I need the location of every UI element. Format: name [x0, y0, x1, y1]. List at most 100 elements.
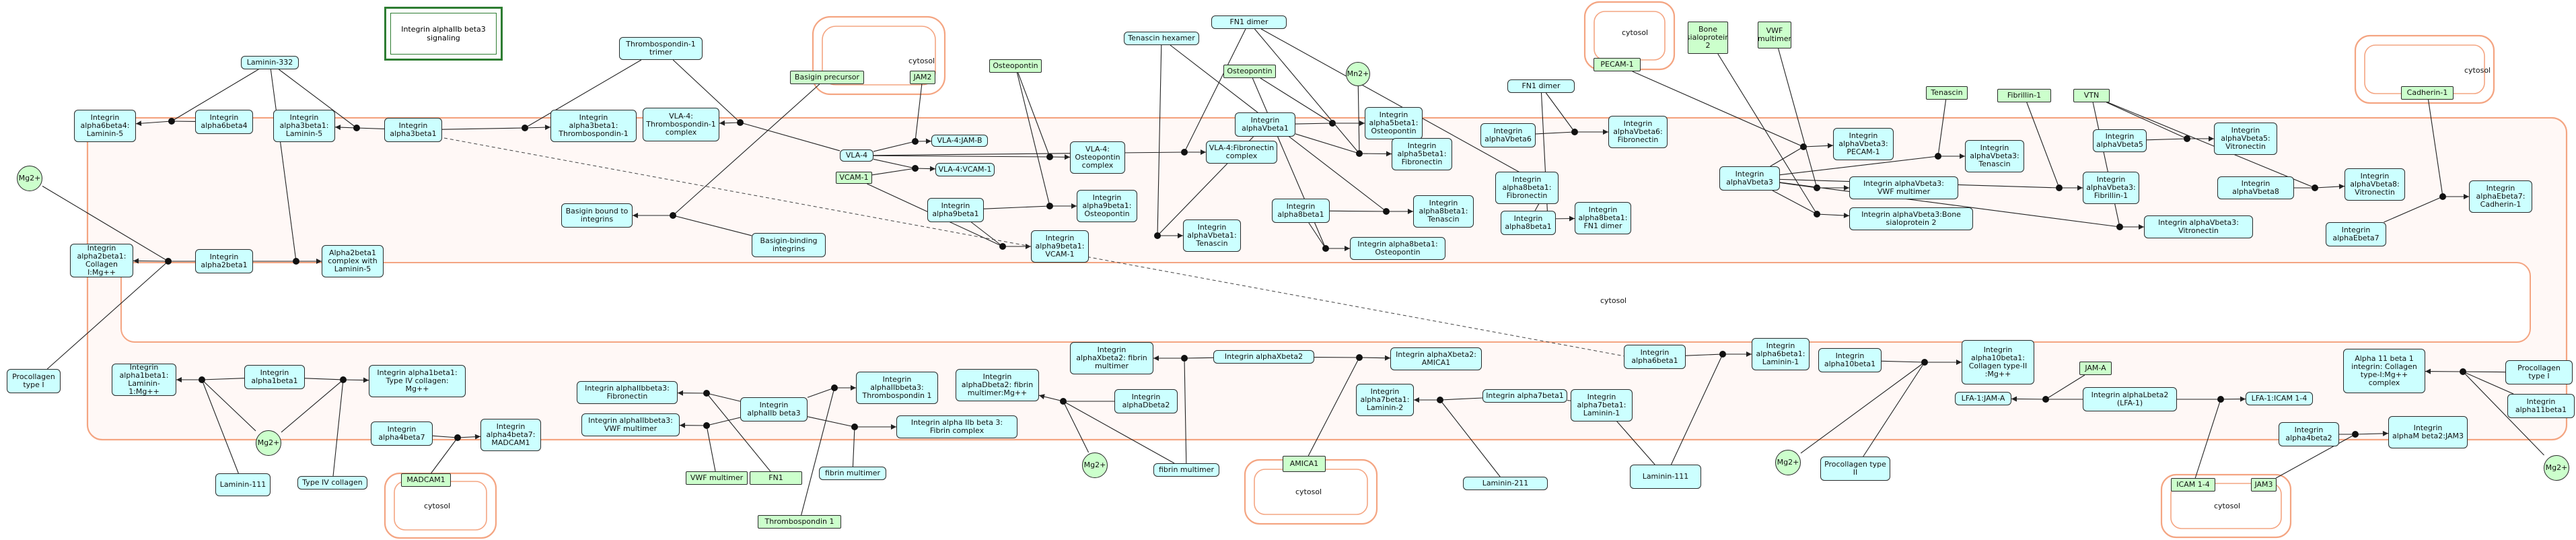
complex-node-a10b1-col[interactable]: Integrin alpha10beta1: Collagen type-II … — [1962, 340, 2034, 384]
complex-node-a2b1-lam5[interactable]: Alpha2beta1 complex with Laminin-5 — [322, 245, 384, 277]
protein-node-vtn[interactable]: VTN — [2073, 89, 2110, 102]
complex-node-a3b1[interactable]: Integrin alpha3beta1 — [384, 118, 442, 142]
complex-node-a6b1[interactable]: Integrin alpha6beta1 — [1624, 345, 1686, 369]
complex-node-laminin111b[interactable]: Laminin-111 — [1630, 465, 1701, 489]
protein-node-vwf-mult2[interactable]: VWF multimer — [686, 471, 748, 485]
complex-node-alb2[interactable]: Integrin alphaLbeta2 (LFA-1) — [2083, 387, 2177, 411]
protein-node-tsp1[interactable]: Thrombospondin 1 — [758, 515, 841, 529]
complex-node-a8b1[interactable]: Integrin alpha8beta1 — [1501, 211, 1556, 235]
complex-node-a1b1-col4[interactable]: Integrin alpha1beta1: Type IV collagen: … — [369, 365, 466, 397]
complex-node-lfa1-icam[interactable]: LFA-1:ICAM 1-4 — [2246, 392, 2313, 405]
protein-node-osteopontin2[interactable]: Osteopontin — [1223, 65, 1276, 78]
complex-node-vla4-fn[interactable]: VLA-4:Fibronectin complex — [1206, 141, 1277, 164]
complex-node-basigin-bind[interactable]: Basigin-binding integrins — [752, 233, 826, 257]
complex-node-aIIbb3-tsp[interactable]: Integrin alphaIIbbeta3: Thrombospondin 1 — [856, 372, 938, 404]
complex-node-avb6-fn[interactable]: Integrin alphaVbeta6: Fibronectin — [1608, 116, 1668, 148]
complex-node-a9b1-vcam[interactable]: Integrin alpha9beta1: VCAM-1 — [1031, 230, 1089, 263]
protein-node-madcam1[interactable]: MADCAM1 — [401, 473, 451, 487]
complex-node-a8b1b[interactable]: Integrin alpha8beta1 — [1272, 199, 1330, 223]
complex-node-laminin111a[interactable]: Laminin-111 — [215, 473, 271, 496]
complex-node-fn1-dimer2[interactable]: FN1 dimer — [1507, 79, 1575, 93]
complex-node-aIIbb3-fn[interactable]: Integrin alphaIIbbeta3: Fibronectin — [577, 381, 678, 404]
protein-node-vwf-mult1[interactable]: VWF multimer — [1758, 22, 1791, 48]
complex-node-a8b1-osteo[interactable]: Integrin alpha8beta1: Osteopontin — [1350, 237, 1445, 260]
complex-node-a8b1-ten[interactable]: Integrin alpha8beta1: Tenascin — [1413, 195, 1474, 228]
complex-node-a4b7-mad[interactable]: Integrin alpha4beta7: MADCAM1 — [480, 419, 541, 451]
complex-node-axb2-fib[interactable]: Integrin alphaXbeta2: fibrin multimer — [1070, 342, 1153, 374]
complex-node-tenascin-hex[interactable]: Tenascin hexamer — [1124, 32, 1199, 45]
small-molecule-mg2[interactable]: Mg2+ — [256, 430, 281, 456]
complex-node-a5b1-fn[interactable]: Integrin alpha5beta1: Fibronectin — [1392, 138, 1452, 170]
complex-node-a9b1[interactable]: Integrin alpha9beta1 — [927, 198, 984, 222]
protein-node-jam3[interactable]: JAM3 — [2251, 478, 2277, 492]
complex-node-axb2[interactable]: Integrin alphaXbeta2 — [1213, 350, 1314, 364]
complex-node-avb3-pecam[interactable]: Integrin alphaVbeta3: PECAM-1 — [1833, 128, 1894, 160]
complex-node-vla4-osteo[interactable]: VLA-4: Osteopontin complex — [1070, 141, 1125, 174]
protein-node-fibrillin1[interactable]: Fibrillin-1 — [1997, 89, 2051, 102]
complex-node-a11b1[interactable]: Integrin alpha11beta1 — [2507, 394, 2575, 418]
complex-node-a1b1-lam[interactable]: Integrin alpha1beta1: Laminin-1:Mg++ — [112, 364, 176, 396]
complex-node-procol2[interactable]: Procollagen type II — [1820, 457, 1890, 481]
complex-node-a3b1-tsp1[interactable]: Integrin alpha3beta1: Thrombospondin-1 — [550, 110, 637, 142]
small-molecule-mg5[interactable]: Mg2+ — [2544, 455, 2569, 481]
complex-node-procol1[interactable]: Procollagen type I — [7, 369, 61, 393]
complex-node-avb8-vtn[interactable]: Integrin alphaVbeta8: Vitronectin — [2345, 168, 2405, 201]
complex-node-fibrin-mult1[interactable]: fibrin multimer — [819, 467, 886, 480]
protein-node-jam2[interactable]: JAM2 — [910, 71, 935, 84]
complex-node-amb2-jam3[interactable]: Integrin alphaM beta2:JAM3 — [2388, 416, 2468, 448]
small-molecule-mg1[interactable]: Mg2+ — [17, 166, 42, 191]
complex-node-vla4-jamb[interactable]: VLA-4:JAM-B — [931, 135, 988, 147]
complex-node-avb3-vtn[interactable]: Integrin alphaVbeta3: Vitronectin — [2144, 215, 2253, 238]
complex-node-laminin332[interactable]: Laminin-332 — [241, 56, 299, 69]
complex-node-a10b1[interactable]: Integrin alpha10beta1 — [1818, 348, 1882, 372]
small-molecule-mn2[interactable]: Mn2+ — [1346, 62, 1370, 86]
complex-node-aeb7[interactable]: Integrin alphaEbeta7 — [2326, 222, 2386, 246]
complex-node-aIIbb3-fibclot[interactable]: Integrin alpha IIb beta 3: Fibrin comple… — [896, 415, 1017, 438]
complex-node-a1b1[interactable]: Integrin alpha1beta1 — [244, 365, 305, 389]
protein-node-tenascin2[interactable]: Tenascin — [1926, 86, 1968, 100]
complex-node-adb2-fib[interactable]: Integrin alphaDbeta2: fibrin multimer:Mg… — [956, 369, 1039, 401]
complex-node-avb5[interactable]: Integrin alphaVbeta5 — [2093, 129, 2147, 152]
protein-node-cadherin1[interactable]: Cadherin-1 — [2401, 86, 2454, 100]
complex-node-a6b4[interactable]: Integrin alpha6beta4 — [195, 110, 253, 134]
protein-node-pecam1[interactable]: PECAM-1 — [1594, 58, 1641, 71]
complex-node-basigin-bound[interactable]: Basigin bound to integrins — [561, 203, 633, 228]
protein-node-osteopontin1[interactable]: Osteopontin — [989, 59, 1042, 73]
complex-node-lfa1-jama[interactable]: LFA-1:JAM-A — [1955, 392, 2011, 405]
complex-node-vla4-vcam1[interactable]: VLA-4:VCAM-1 — [935, 163, 995, 176]
complex-node-laminin211[interactable]: Laminin-211 — [1463, 477, 1548, 490]
complex-node-a8b1-fn1[interactable]: Integrin alpha8beta1: FN1 dimer — [1575, 202, 1631, 234]
complex-node-aIIbb3-vwf[interactable]: Integrin alphaIIbbeta3: VWF multimer — [581, 413, 680, 436]
complex-node-a3b1-lam5[interactable]: Integrin alpha3beta1: Laminin-5 — [273, 110, 335, 142]
complex-node-a11b1-col[interactable]: Alpha 11 beta 1 integrin: Collagen type-… — [2343, 349, 2425, 393]
complex-node-a7b1[interactable]: Integrin alpha7beta1 — [1482, 389, 1567, 403]
complex-node-avb1-ten[interactable]: Integrin alphaVbeta1: Tenascin — [1183, 220, 1241, 252]
protein-node-icam14[interactable]: ICAM 1-4 — [2171, 478, 2215, 492]
complex-node-a6b1-lam1[interactable]: Integrin alpha6beta1: Laminin-1 — [1752, 338, 1810, 370]
complex-node-avb3-bsp[interactable]: Integrin alphaVbeta3:Bone sialoprotein 2 — [1849, 207, 1973, 230]
complex-node-avb8[interactable]: Integrin alphaVbeta8 — [2217, 176, 2294, 199]
protein-node-amica1[interactable]: AMICA1 — [1283, 456, 1326, 472]
protein-node-jama[interactable]: JAM-A — [2079, 362, 2112, 375]
complex-node-avb3-ten[interactable]: Integrin alphaVbeta3: Tenascin — [1965, 140, 2024, 172]
complex-node-a6b4-lam5[interactable]: Integrin alpha6beta4: Laminin-5 — [74, 110, 136, 142]
complex-node-a7b1-lam1[interactable]: Integrin alpha7beta1: Laminin-1 — [1571, 389, 1633, 421]
complex-node-fibrin-mult2[interactable]: fibrin multimer — [1153, 463, 1219, 477]
complex-node-col4[interactable]: Type IV collagen — [297, 476, 367, 490]
complex-node-avb1[interactable]: Integrin alphaVbeta1 — [1235, 112, 1295, 137]
complex-node-a7b1-lam2[interactable]: Integrin alpha7beta1: Laminin-2 — [1356, 384, 1414, 416]
complex-node-adb2[interactable]: Integrin alphaDbeta2 — [1114, 389, 1178, 413]
complex-node-a8b1-fn[interactable]: Integrin alpha8beta1: Fibronectin — [1495, 172, 1559, 204]
complex-node-vla4-tsp1[interactable]: VLA-4: Thrombospondin-1 complex — [643, 108, 719, 141]
complex-node-fn1-dimer[interactable]: FN1 dimer — [1211, 15, 1287, 29]
complex-node-a9b1-osteo[interactable]: Integrin alpha9beta1: Osteopontin — [1077, 190, 1137, 222]
protein-node-bone-sialo[interactable]: Bone sialoprotein 2 — [1688, 22, 1728, 54]
complex-node-procol3[interactable]: Procollagen type I — [2505, 360, 2573, 384]
complex-node-avb3-fib[interactable]: Integrin alphaVbeta3: Fibrillin-1 — [2083, 172, 2139, 204]
complex-node-a2b1[interactable]: Integrin alpha2beta1 — [195, 249, 253, 273]
complex-node-axb2-amica[interactable]: Integrin alphaXbeta2: AMICA1 — [1390, 347, 1482, 370]
complex-node-avb3[interactable]: Integrin alphaVbeta3 — [1719, 166, 1780, 191]
complex-node-avb5-vtn[interactable]: Integrin alphaVbeta5: Vitronectin — [2214, 123, 2277, 155]
complex-node-aIIbb3[interactable]: Integrin alphaIIb beta3 — [740, 397, 808, 421]
complex-node-avb3-vwf[interactable]: Integrin alphaVbeta3: VWF multimer — [1849, 176, 1958, 199]
